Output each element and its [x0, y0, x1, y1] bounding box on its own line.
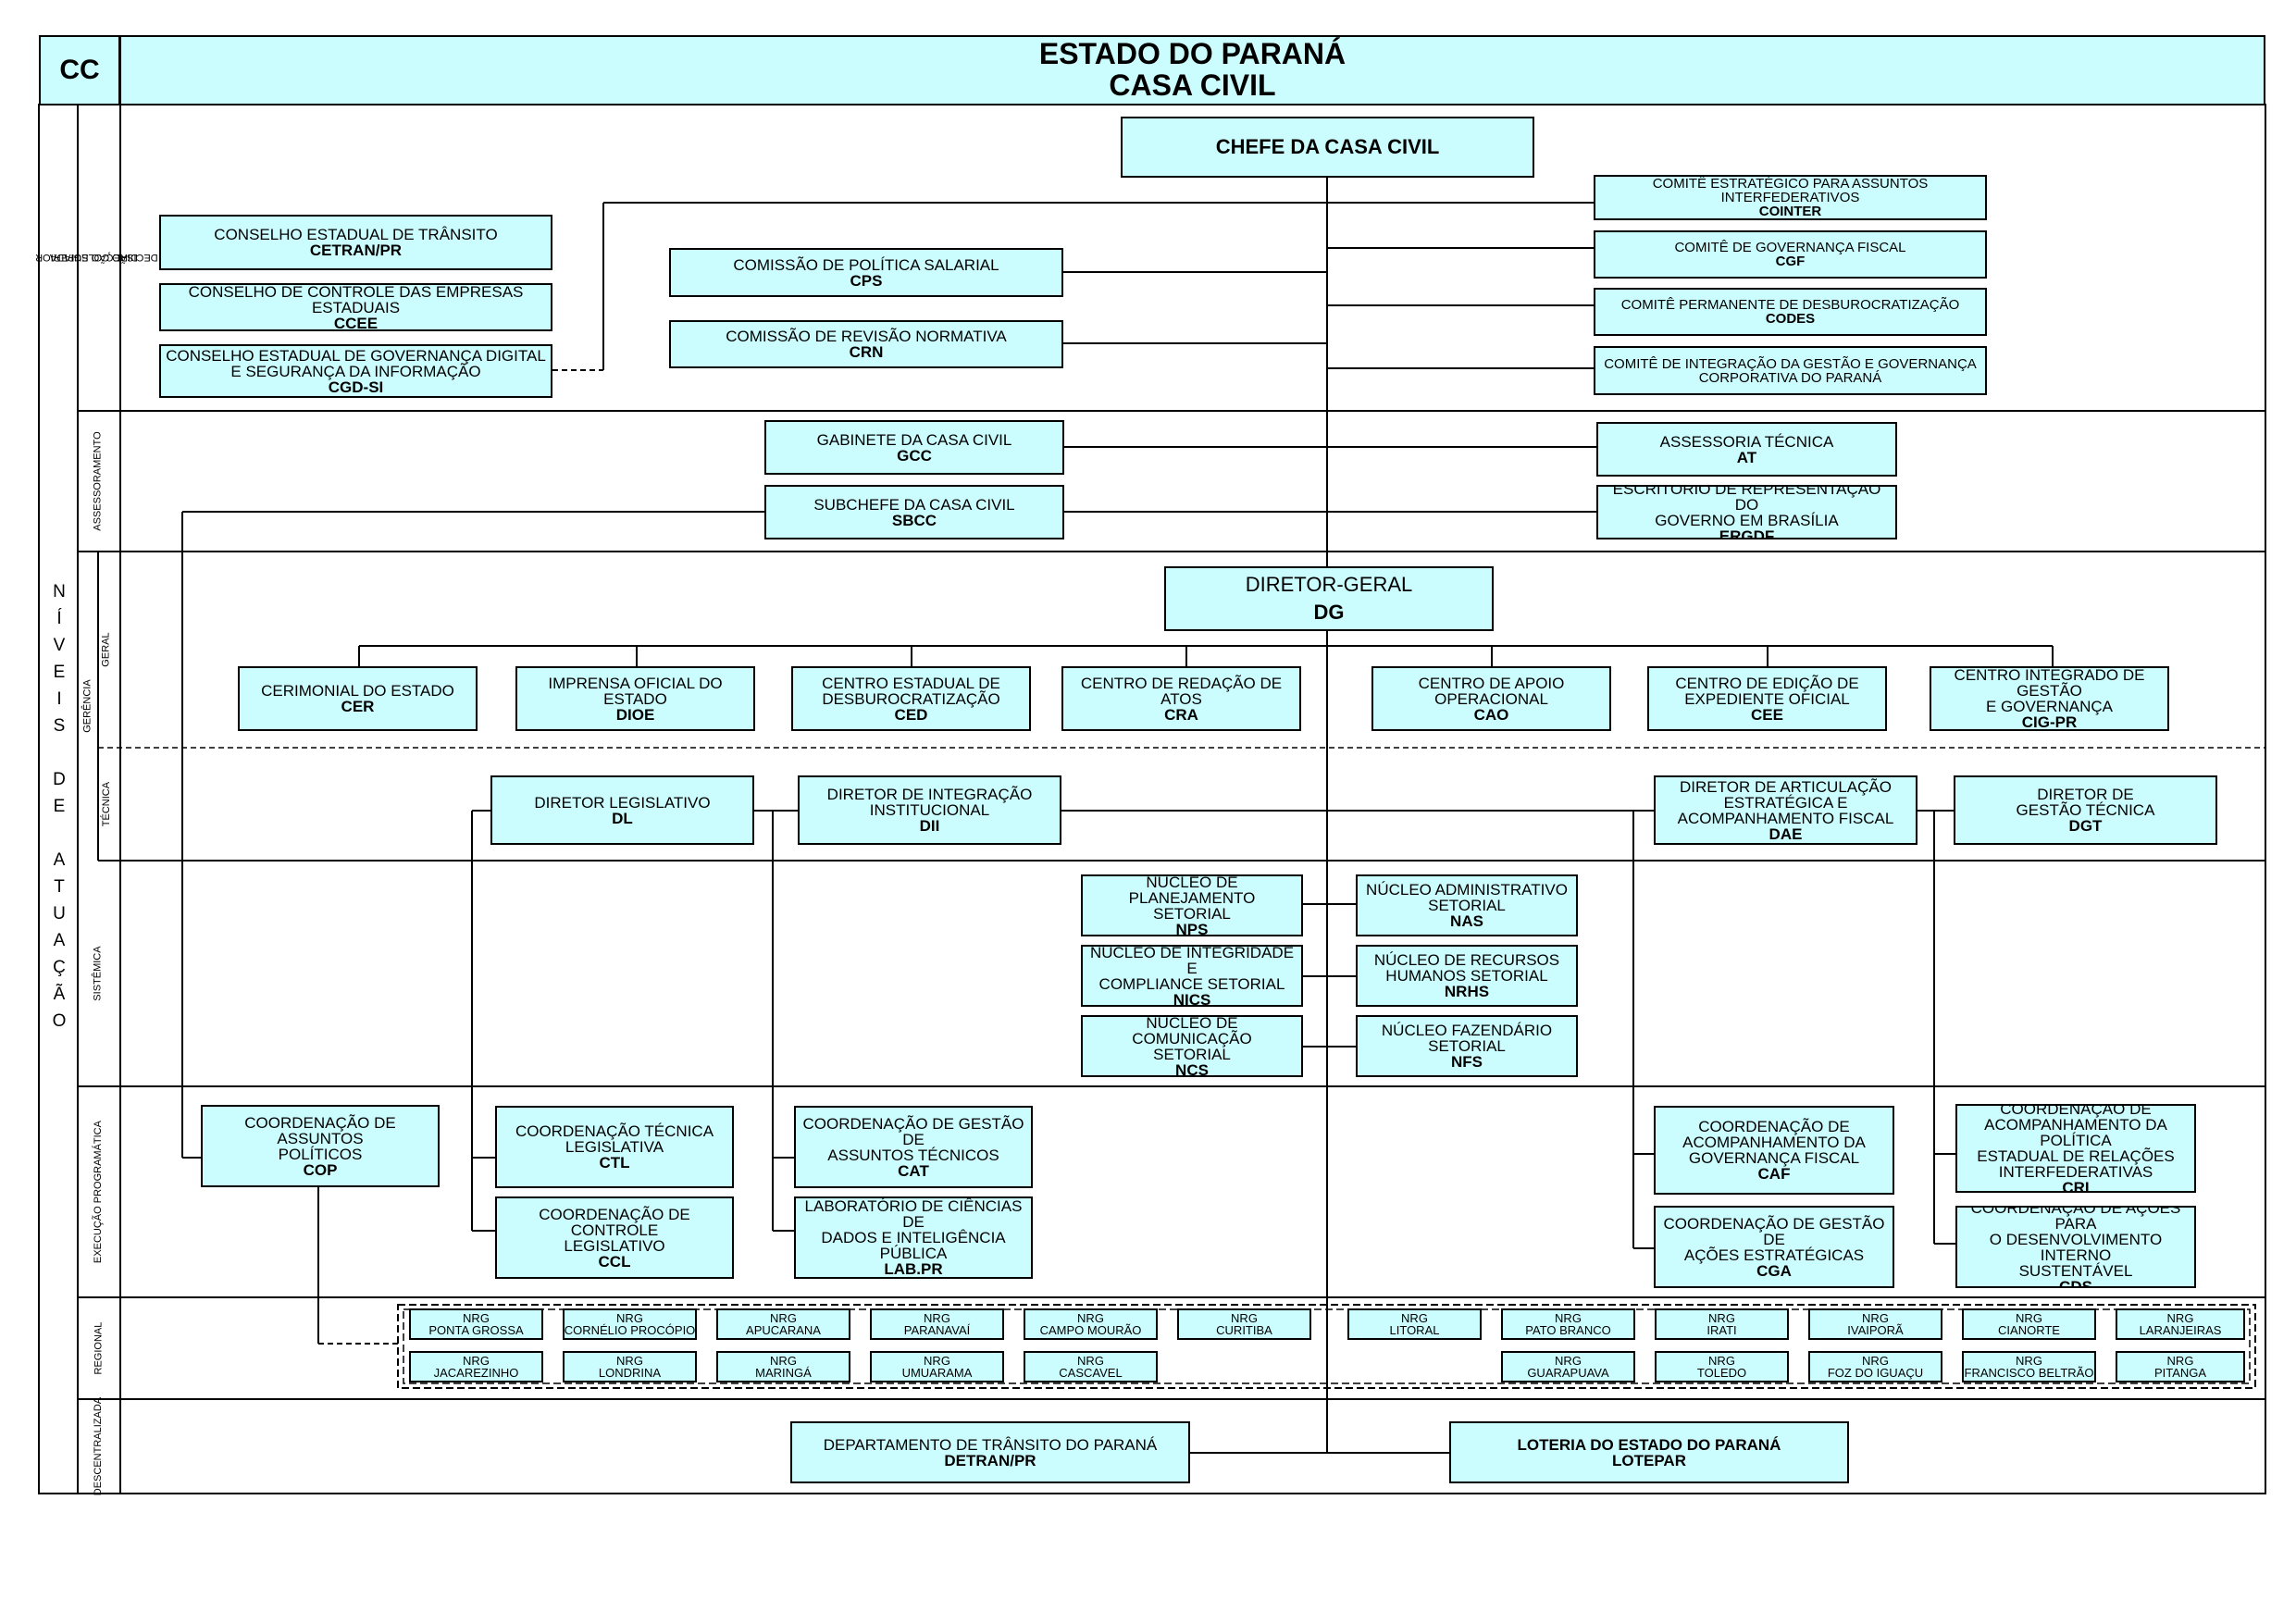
dae-box: DIRETOR DE ARTICULAÇÃO ESTRATÉGICA E ACO… [1654, 775, 1917, 845]
comite-cgf-box: COMITÊ DE GOVERNANÇA FISCAL CGF [1594, 230, 1987, 279]
cat-box: COORDENAÇÃO DE GESTÃO DE ASSUNTOS TÉCNIC… [794, 1106, 1033, 1188]
label-tecnica: TÉCNICA [100, 781, 112, 827]
cra-box: CENTRO DE REDAÇÃO DE ATOS CRA [1061, 666, 1301, 731]
comissao-crn-box: COMISSÃO DE REVISÃO NORMATIVA CRN [669, 320, 1063, 368]
label-sistemica: SISTÊMICA [92, 946, 104, 1001]
dii-box: DIRETOR DE INTEGRAÇÃO INSTITUCIONAL DII [798, 775, 1061, 845]
cc-cell: CC [39, 35, 120, 105]
at-box: ASSESSORIA TÉCNICA AT [1596, 422, 1897, 477]
cig-pr-box: CENTRO INTEGRADO DE GESTÃO E GOVERNANÇA … [1930, 666, 2169, 731]
label-assessoramento: ASSESSORAMENTO [92, 431, 104, 531]
cri-box: COORDENAÇÃO DE ACOMPANHAMENTO DA POLÍTIC… [1955, 1104, 2196, 1193]
lotepar-box: LOTERIA DO ESTADO DO PARANÁ LOTEPAR [1449, 1421, 1849, 1483]
cao-box: CENTRO DE APOIO OPERACIONAL CAO [1371, 666, 1611, 731]
label-descentralizada: DESCENTRALIZADA [92, 1396, 104, 1496]
nrhs-box: NÚCLEO DE RECURSOS HUMANOS SETORIAL NRHS [1356, 945, 1578, 1007]
ncs-box: NÚCLEO DE COMUNICAÇÃO SETORIAL NCS [1081, 1015, 1303, 1077]
header-title-line2: CASA CIVIL [1109, 68, 1276, 102]
dl-box: DIRETOR LEGISLATIVO DL [490, 775, 754, 845]
chefe-casa-civil-box: CHEFE DA CASA CIVIL [1121, 117, 1534, 178]
gcc-box: GABINETE DA CASA CIVIL GCC [764, 420, 1064, 475]
cop-box: COORDENAÇÃO DE ASSUNTOS POLÍTICOS COP [201, 1105, 440, 1187]
page-header: ESTADO DO PARANÁ CASA CIVIL [119, 35, 2265, 105]
cer-box: CERIMONIAL DO ESTADO CER [238, 666, 478, 731]
conselho-cetran-box: CONSELHO ESTADUAL DE TRÂNSITO CETRAN/PR [159, 215, 552, 270]
comite-integracao-box: COMITÊ DE INTEGRAÇÃO DA GESTÃO E GOVERNA… [1594, 346, 1987, 395]
niveis-de-atuacao-label: N Í V E I S D E A T U A Ç Ã O [52, 582, 67, 1031]
cee-box: CENTRO DE EDIÇÃO DE EXPEDIENTE OFICIAL C… [1647, 666, 1887, 731]
label-geral: GERAL [100, 632, 112, 667]
nfs-box: NÚCLEO FAZENDÁRIO SETORIAL NFS [1356, 1015, 1578, 1077]
nps-box: NÚCLEO DE PLANEJAMENTO SETORIAL NPS [1081, 874, 1303, 936]
nics-box: NÚCLEO DE INTEGRIDADE E COMPLIANCE SETOR… [1081, 945, 1303, 1007]
sbcc-box: SUBCHEFE DA CASA CIVIL SBCC [764, 485, 1064, 539]
comite-codes-box: COMITÊ PERMANENTE DE DESBUROCRATIZAÇÃO C… [1594, 288, 1987, 336]
detran-pr-box: DEPARTAMENTO DE TRÂNSITO DO PARANÁ DETRA… [790, 1421, 1190, 1483]
lab-pr-box: LABORATÓRIO DE CIÊNCIAS DE DADOS E INTEL… [794, 1196, 1033, 1279]
comissao-cps-box: COMISSÃO DE POLÍTICA SALARIAL CPS [669, 248, 1063, 297]
ctl-box: COORDENAÇÃO TÉCNICA LEGISLATIVA CTL [495, 1106, 734, 1188]
cds-box: COORDENAÇÃO DE AÇÕES PARA O DESENVOLVIME… [1955, 1206, 2196, 1288]
ergdf-box: ESCRITÓRIO DE REPRESENTAÇÃO DO GOVERNO E… [1596, 485, 1897, 539]
cga-box: COORDENAÇÃO DE GESTÃO DE AÇÕES ESTRATÉGI… [1654, 1206, 1894, 1288]
diretor-geral-box: DIRETOR-GERAL DG [1164, 566, 1494, 631]
conselho-cgd-si-box: CONSELHO ESTADUAL DE GOVERNANÇA DIGITAL … [159, 344, 552, 398]
header-title-line1: ESTADO DO PARANÁ [1038, 37, 1347, 71]
label-regional: REGIONAL [92, 1321, 104, 1375]
dgt-box: DIRETOR DE GESTÃO TÉCNICA DGT [1954, 775, 2217, 845]
ced-box: CENTRO ESTADUAL DE DESBUROCRATIZAÇÃO CED [791, 666, 1031, 731]
label-execucao: EXECUÇÃO PROGRAMÁTICA [92, 1120, 104, 1264]
comite-cointer-box: COMITÊ ESTRATÉGICO PARA ASSUNTOS INTERFE… [1594, 175, 1987, 220]
caf-box: COORDENAÇÃO DE ACOMPANHAMENTO DA GOVERNA… [1654, 1106, 1894, 1195]
dioe-box: IMPRENSA OFICIAL DO ESTADO DIOE [515, 666, 755, 731]
conselho-ccee-box: CONSELHO DE CONTROLE DAS EMPRESAS ESTADU… [159, 283, 552, 331]
ccl-box: COORDENAÇÃO DE CONTROLE LEGISLATIVO CCL [495, 1196, 734, 1279]
cc-label: CC [59, 55, 100, 85]
nas-box: NÚCLEO ADMINISTRATIVO SETORIAL NAS [1356, 874, 1578, 936]
